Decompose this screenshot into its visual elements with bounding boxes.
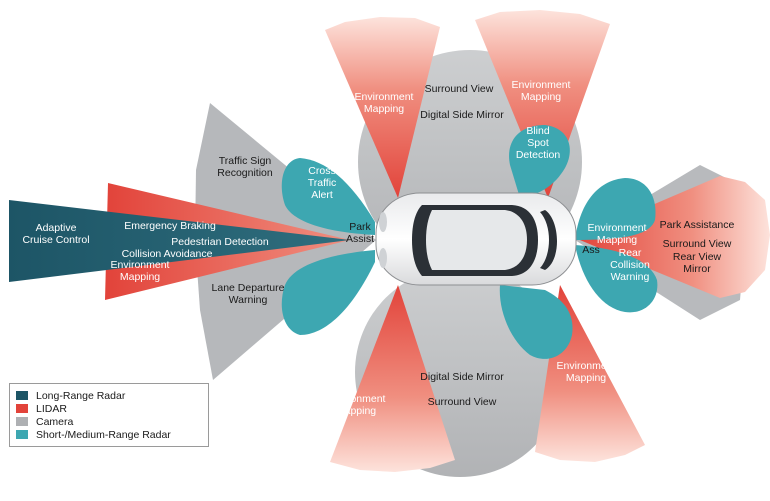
legend-swatch — [16, 404, 28, 413]
legend-label: Short-/Medium-Range Radar — [36, 428, 171, 441]
legend-label: Long-Range Radar — [36, 389, 126, 402]
legend-item: LIDAR — [16, 402, 202, 415]
label-emergency-braking: Emergency Braking — [124, 220, 216, 232]
legend-label: Camera — [36, 415, 74, 428]
label-surround-view-bottom: Surround View — [428, 396, 497, 408]
legend-swatch — [16, 430, 28, 439]
legend-item: Long-Range Radar — [16, 389, 202, 402]
legend-item: Short-/Medium-Range Radar — [16, 428, 202, 441]
label-rear-cross-partial: Ass — [582, 244, 600, 256]
legend-label: LIDAR — [36, 402, 67, 415]
label-surround-view-rear: Surround View — [663, 238, 732, 250]
long-range-radar-coverage — [9, 200, 350, 282]
legend-swatch — [16, 391, 28, 400]
legend-swatch — [16, 417, 28, 426]
legend: Long-Range Radar LIDAR Camera Short-/Med… — [9, 383, 209, 447]
car-top-view — [375, 192, 577, 286]
label-collision-avoidance: Collision Avoidance — [122, 248, 213, 260]
label-park-assistance: Park Assistance — [660, 219, 735, 231]
label-pedestrian-detection: Pedestrian Detection — [171, 236, 269, 248]
label-surround-view-top: Surround View — [425, 83, 494, 95]
short-medium-radar-coverage — [281, 125, 658, 359]
label-digital-mirror-top: Digital Side Mirror — [420, 109, 504, 121]
legend-item: Camera — [16, 415, 202, 428]
label-digital-mirror-bottom: Digital Side Mirror — [420, 371, 504, 383]
